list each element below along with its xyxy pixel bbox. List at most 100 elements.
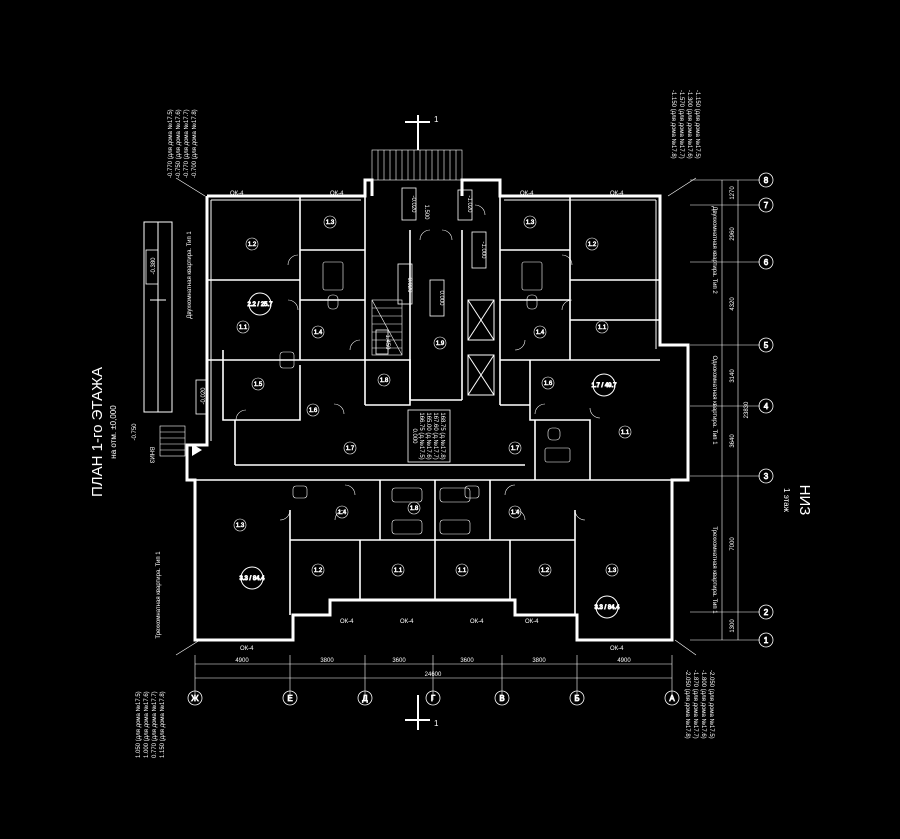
- svg-text:24600: 24600: [425, 672, 442, 678]
- svg-text:1: 1: [434, 719, 439, 728]
- svg-text:-0.770 (для дома №17.7): -0.770 (для дома №17.7): [183, 109, 190, 178]
- svg-text:1: 1: [764, 636, 769, 645]
- level-entry2: -0.020: [410, 195, 416, 213]
- elevators: [467, 299, 495, 396]
- footer-sub: 1 этаж: [782, 488, 791, 513]
- svg-text:ОК-4: ОК-4: [525, 619, 539, 625]
- svg-text:168.75 (д.№17.8): 168.75 (д.№17.8): [439, 412, 446, 459]
- svg-text:166.75 (д.№17.5): 166.75 (д.№17.5): [418, 412, 425, 459]
- svg-text:3800: 3800: [532, 658, 546, 664]
- svg-text:Ж: Ж: [191, 694, 199, 703]
- svg-text:1.050 (для дома №17.5): 1.050 (для дома №17.5): [135, 691, 142, 758]
- svg-text:-1.150 (для дома №17.8): -1.150 (для дома №17.8): [670, 90, 677, 159]
- svg-text:167.60 (д.№17.7): 167.60 (д.№17.7): [432, 412, 439, 459]
- svg-text:1.1: 1.1: [394, 568, 403, 574]
- svg-text:1.7 / 49.7: 1.7 / 49.7: [591, 383, 617, 389]
- svg-text:1.4: 1.4: [536, 330, 545, 336]
- stair-internal: [371, 299, 403, 356]
- svg-text:3600: 3600: [460, 658, 474, 664]
- lobby-levels: 0.000 166.75 (д.№17.5) 165.00 (д.№17.6) …: [411, 412, 446, 459]
- svg-text:4: 4: [764, 402, 769, 411]
- svg-text:0.000: 0.000: [411, 428, 417, 444]
- svg-text:ОК-4: ОК-4: [520, 191, 534, 197]
- svg-text:1.000 (для дома №17.6): 1.000 (для дома №17.6): [143, 691, 150, 758]
- svg-text:4900: 4900: [235, 658, 249, 664]
- svg-text:1.5: 1.5: [254, 382, 263, 388]
- svg-text:23830: 23830: [744, 401, 750, 418]
- svg-text:5: 5: [764, 341, 769, 350]
- levels-bottom-right: -2.050 (для дома №17.5) -1.800 (для дома…: [684, 670, 715, 739]
- svg-text:ОК-4: ОК-4: [400, 619, 414, 625]
- svg-text:1.3: 1.3: [526, 220, 535, 226]
- svg-text:3600: 3600: [392, 658, 406, 664]
- svg-text:-2.050 (для дома №17.5): -2.050 (для дома №17.5): [708, 670, 715, 739]
- right-dim-labels: 1300 7000 3640 3140 4320 2960 1270 23830: [730, 186, 750, 633]
- svg-text:-0.750 (для дома №17.6): -0.750 (для дома №17.6): [175, 109, 182, 178]
- svg-text:2.2 / 25.7: 2.2 / 25.7: [247, 302, 273, 308]
- bottom-dimensions: [194, 655, 673, 700]
- outer-walls: [185, 178, 690, 642]
- svg-text:1.2: 1.2: [588, 242, 597, 248]
- svg-text:ОК-4: ОК-4: [230, 191, 244, 197]
- svg-text:2: 2: [764, 608, 769, 617]
- svg-text:3.3 / 84.4: 3.3 / 84.4: [594, 605, 620, 611]
- svg-text:Б: Б: [574, 694, 579, 703]
- plan-title: ПЛАН 1-го ЭТАЖА: [89, 367, 106, 497]
- level-ramp: -0.380: [151, 257, 157, 275]
- svg-text:7000: 7000: [730, 537, 736, 551]
- axis-letters: Ж Е Д Г В Б А: [187, 690, 680, 706]
- svg-text:1.4: 1.4: [314, 330, 323, 336]
- svg-text:ОК-4: ОК-4: [470, 619, 484, 625]
- svg-text:ОК-4: ОК-4: [340, 619, 354, 625]
- level-hall: 0.000: [438, 290, 444, 306]
- svg-text:-1.300 (для дома №17.6): -1.300 (для дома №17.6): [686, 90, 693, 159]
- right-dimensions: [690, 179, 760, 641]
- svg-text:1.2: 1.2: [314, 568, 323, 574]
- svg-text:Д: Д: [362, 694, 368, 703]
- svg-text:1.3: 1.3: [608, 568, 617, 574]
- label-three-room-right: Трехкомнатная квартира. Тип 1: [711, 526, 717, 614]
- svg-text:1.7: 1.7: [511, 446, 520, 452]
- window-labels: ОК-4 ОК-4 ОК-4 ОК-4 ОК-4 ОК-4 ОК-4 ОК-4 …: [230, 191, 624, 652]
- svg-text:Г: Г: [431, 694, 436, 703]
- svg-text:0.770 (для дома №17.7): 0.770 (для дома №17.7): [151, 691, 158, 758]
- level-step1: 1.500: [423, 204, 429, 220]
- svg-text:4320: 4320: [730, 297, 736, 311]
- svg-text:3: 3: [764, 472, 769, 481]
- svg-text:В: В: [499, 694, 504, 703]
- svg-text:-0.770 (для дома №17.5): -0.770 (для дома №17.5): [167, 109, 174, 178]
- svg-text:1.1: 1.1: [598, 325, 607, 331]
- svg-text:1300: 1300: [730, 619, 736, 633]
- svg-text:1.3: 1.3: [326, 220, 335, 226]
- svg-text:1.7: 1.7: [346, 446, 355, 452]
- area-circles: 2.2 / 25.7 1.7 / 49.7 3.3 / 84.4 3.3 / 8…: [239, 292, 621, 619]
- label-one-room: Однокомнатная квартира. Тип 1: [711, 355, 717, 445]
- level-stair2: -1.000: [480, 241, 486, 259]
- svg-text:1.6: 1.6: [544, 381, 553, 387]
- svg-text:-1.570 (для дома №17.7): -1.570 (для дома №17.7): [678, 90, 685, 159]
- svg-text:-1.800 (для дома №17.6): -1.800 (для дома №17.6): [700, 670, 707, 739]
- sanitary-fixtures: [279, 261, 571, 535]
- svg-text:165.00 (д.№17.6): 165.00 (д.№17.6): [425, 412, 432, 459]
- svg-text:-1.150 (для дома №17.5): -1.150 (для дома №17.5): [694, 90, 701, 159]
- svg-text:1.2: 1.2: [541, 568, 550, 574]
- level-boxes: [145, 187, 487, 463]
- levels-top-left: -0.770 (для дома №17.5) -0.750 (для дома…: [167, 109, 198, 178]
- svg-text:1.8: 1.8: [410, 506, 419, 512]
- svg-text:1.3: 1.3: [236, 523, 245, 529]
- stair-down-label: ВНИЗ: [148, 447, 154, 464]
- svg-text:3.3 / 84.4: 3.3 / 84.4: [239, 576, 265, 582]
- section-mark-top: 1: [405, 115, 439, 150]
- svg-text:1.1: 1.1: [621, 430, 630, 436]
- levels-top-right: -1.150 (для дома №17.5) -1.300 (для дома…: [670, 90, 701, 159]
- svg-text:1: 1: [434, 115, 439, 124]
- plan-subtitle: на отм. ±0,000: [109, 405, 118, 459]
- svg-text:1.150 (для дома №17.8): 1.150 (для дома №17.8): [159, 691, 166, 758]
- level-entry-outer: -0.750: [132, 423, 138, 441]
- svg-text:-2.050 (для дома №17.8): -2.050 (для дома №17.8): [684, 670, 691, 739]
- svg-text:8: 8: [764, 176, 769, 185]
- bottom-dim-labels: 4900 3800 3600 3600 3800 4900 24600: [235, 658, 631, 678]
- axis-numbers: 1 2 3 4 5 6 7 8: [758, 172, 774, 648]
- label-two-room-1: Двухкомнатная квартира. Тип 1: [187, 231, 193, 319]
